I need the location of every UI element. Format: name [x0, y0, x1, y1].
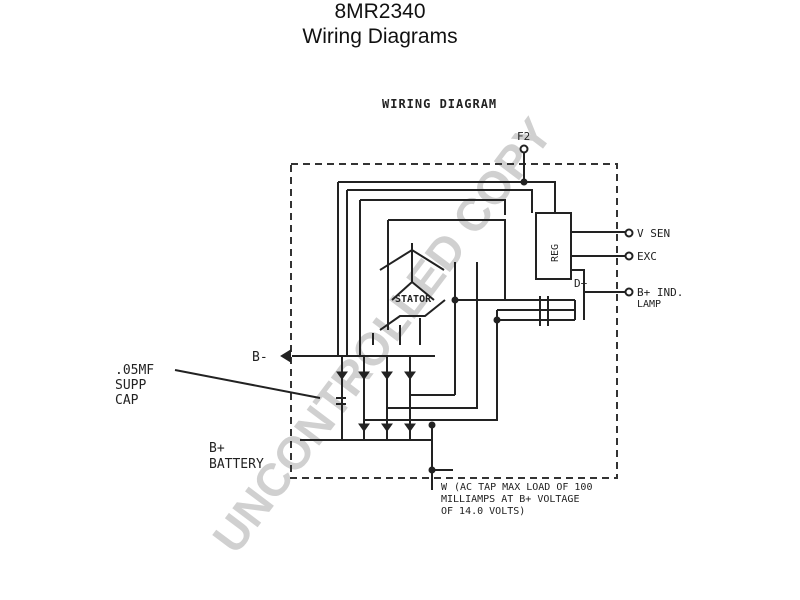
terminal-d-plus-label: D+	[574, 277, 588, 290]
diagram-heading: WIRING DIAGRAM	[382, 97, 497, 111]
cap-label-line3: CAP	[115, 393, 139, 408]
terminal-w-label: W	[441, 482, 448, 493]
voltage-regulator	[535, 212, 572, 280]
battery-label-line2: BATTERY	[209, 457, 264, 472]
terminal-lamp-label: LAMP	[637, 299, 661, 310]
part-number-title: 8MR2340	[334, 0, 426, 23]
regulator-label: REG	[550, 244, 561, 262]
wiring-traces	[174, 144, 634, 490]
note-line3: OF 14.0 VOLTS)	[441, 506, 525, 517]
terminal-exc-label: EXC	[637, 250, 657, 263]
note-line1: (AC TAP MAX LOAD OF 100	[454, 482, 592, 493]
stator-label: STATOR	[395, 294, 432, 305]
page-subtitle: Wiring Diagrams	[302, 25, 458, 48]
terminal-b-minus-label: B-	[252, 350, 268, 365]
rectifier-diodes	[336, 178, 528, 474]
cap-label-line1: .05MF	[115, 363, 154, 378]
note-line2: MILLIAMPS AT B+ VOLTAGE	[441, 494, 579, 505]
cap-label-line2: SUPP	[115, 378, 146, 393]
battery-label-line1: B+	[209, 441, 225, 456]
terminal-v-sen-label: V SEN	[637, 227, 670, 240]
alternator-housing	[290, 163, 618, 479]
terminal-b-plus-ind-label: B+ IND.	[637, 286, 683, 299]
terminal-f2-label: F2	[517, 130, 530, 143]
